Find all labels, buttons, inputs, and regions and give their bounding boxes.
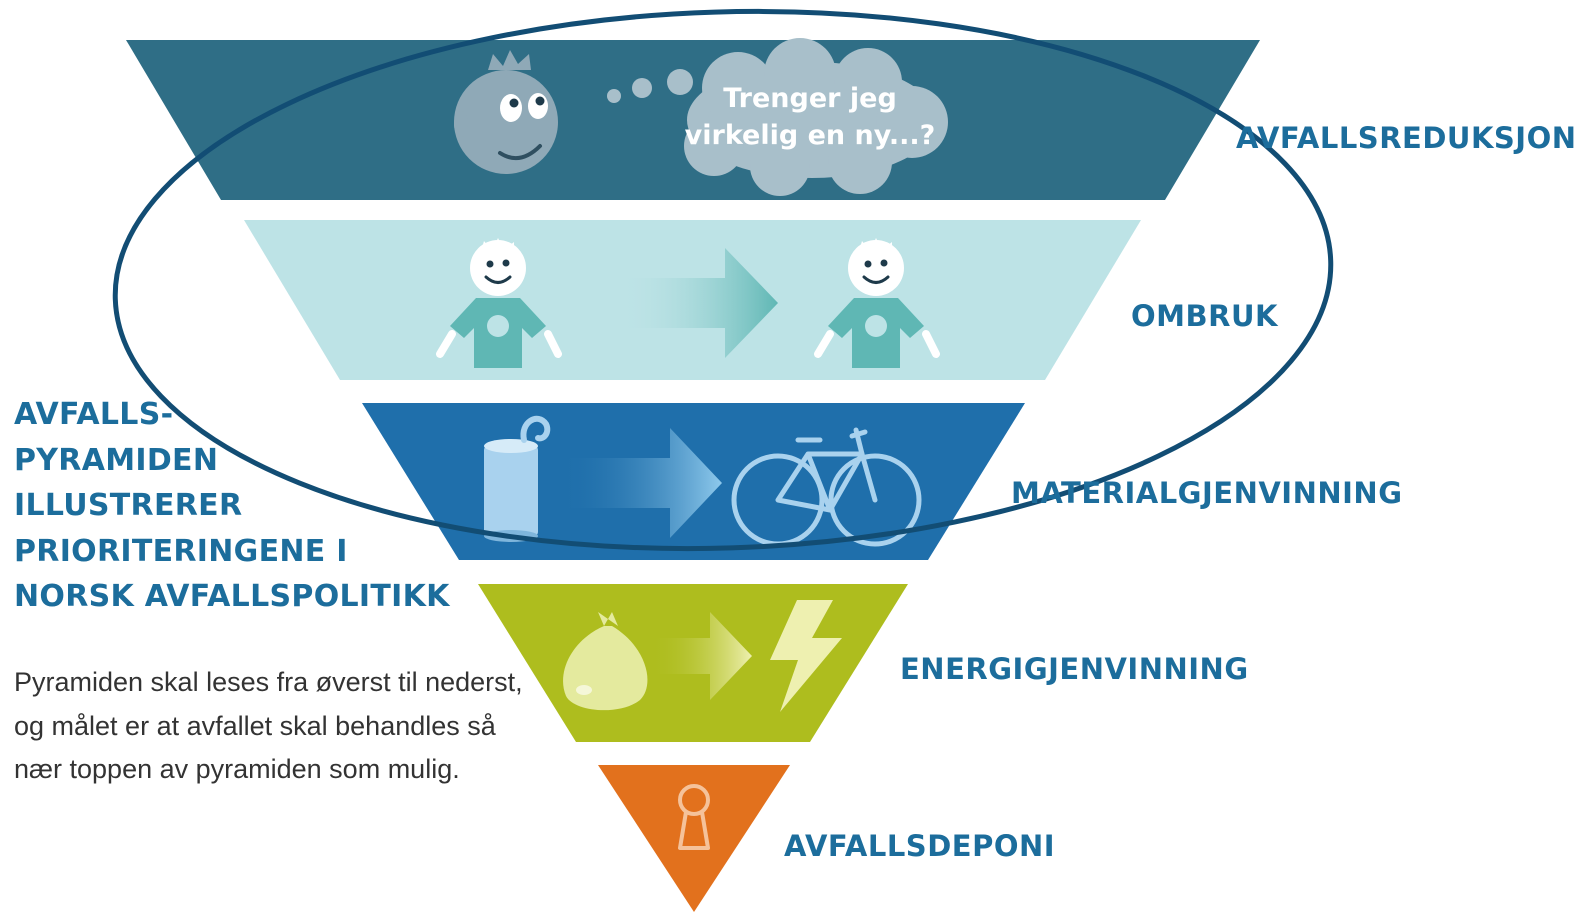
thinking-face-icon xyxy=(454,50,558,174)
label-energigjenvinning: ENERGIGJENVINNING xyxy=(900,652,1249,686)
child-tshirt-icon xyxy=(436,238,562,368)
thought-dot-small xyxy=(607,89,621,103)
description-text: Pyramiden skal leses fra øverst til nede… xyxy=(14,667,523,784)
arrow-right-icon xyxy=(560,428,722,538)
keyhole-icon xyxy=(678,784,710,850)
thought-dot-large xyxy=(667,69,693,95)
thought-dot-medium xyxy=(632,78,652,98)
thought-bubble-text: Trenger jeg virkelig en ny...? xyxy=(680,80,940,154)
thought-cloud-icon xyxy=(684,38,948,196)
heading-line: PYRAMIDEN xyxy=(14,442,219,478)
child-tshirt-icon xyxy=(814,238,940,368)
label-avfallsreduksjon: AVFALLSREDUKSJON xyxy=(1236,121,1577,155)
heading-line: NORSK AVFALLSPOLITIKK xyxy=(14,579,450,614)
level-avfallsdeponi-band xyxy=(598,765,790,912)
arrow-right-icon xyxy=(650,612,752,700)
heading-line: ILLUSTRERER xyxy=(14,488,243,523)
lightning-icon xyxy=(770,600,842,712)
label-ombruk: OMBRUK xyxy=(1131,299,1278,333)
heading-line: AVFALLS- xyxy=(14,397,174,432)
thought-line-1: Trenger jeg xyxy=(723,83,897,114)
garbage-bag-icon xyxy=(563,612,648,711)
thought-line-2: virkelig en ny...? xyxy=(684,120,936,151)
pyramid-heading: AVFALLS- PYRAMIDEN ILLUSTRERER PRIORITER… xyxy=(14,392,450,620)
highlight-ellipse xyxy=(112,8,1334,552)
heading-line: PRIORITERINGENE I xyxy=(14,533,348,569)
label-materialgjenvinning: MATERIALGJENVINNING xyxy=(1011,476,1403,510)
arrow-right-icon xyxy=(620,248,778,358)
label-avfallsdeponi: AVFALLSDEPONI xyxy=(784,829,1056,863)
